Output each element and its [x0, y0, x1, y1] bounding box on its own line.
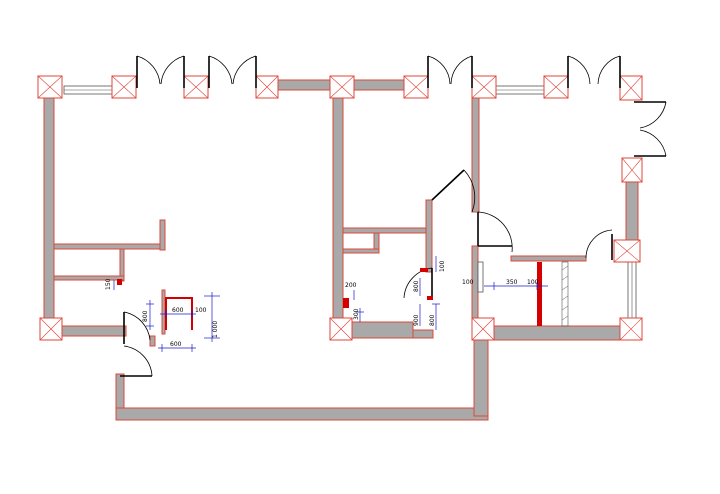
- dimension-label: 800: [413, 280, 420, 292]
- wall-middle-left: [332, 95, 344, 323]
- door-middle: [431, 169, 476, 213]
- wall-left-partition-stub: [159, 219, 166, 251]
- dimension-label: 300: [353, 308, 360, 320]
- dimension-label: 900: [413, 314, 420, 326]
- door-right-inner-1: [477, 211, 513, 253]
- wall-right-partition: [510, 255, 587, 262]
- door-top-4: [567, 55, 621, 88]
- fixture-small: [343, 298, 349, 308]
- dimension-label: 800: [142, 310, 149, 322]
- columns: [37, 75, 643, 341]
- walls: [43, 79, 639, 421]
- wall-middle-bottom-right: [412, 329, 434, 339]
- wall-middle-partition-stub: [373, 232, 380, 252]
- door-left-bottom: [123, 311, 151, 344]
- fixture-small: [420, 268, 428, 272]
- wall-corridor-right: [473, 335, 489, 417]
- door-top-1: [136, 55, 185, 88]
- door-top-2: [208, 55, 257, 88]
- dimension-label: 600: [170, 341, 182, 348]
- wall-left-partition: [53, 243, 165, 250]
- wall-right-bottom: [493, 325, 621, 341]
- partition-fixture: [537, 262, 542, 326]
- dimension-label: 800: [429, 314, 436, 326]
- dimension-lines: [113, 256, 548, 352]
- door-corridor: [120, 345, 153, 377]
- wall-left-closet: [161, 289, 166, 335]
- wall-middle-vertical: [425, 199, 433, 273]
- wall-left-outer: [43, 95, 55, 323]
- fixture-small: [427, 296, 433, 300]
- dimension-label: 600: [172, 307, 184, 314]
- wall-top-center: [353, 79, 411, 91]
- wall-top-middle: [275, 79, 333, 91]
- door-right-inner-2: [585, 229, 613, 260]
- doors: [120, 55, 667, 377]
- wall-left-bottom: [53, 325, 127, 337]
- fixture-small: [117, 279, 122, 285]
- dimension-label: 100: [439, 260, 446, 272]
- dimension-label: 350: [506, 279, 518, 286]
- hatched-panel: [561, 261, 569, 327]
- window-4: [477, 261, 484, 293]
- wall-middle-inner: [342, 248, 380, 254]
- dimension-label: 100: [462, 279, 474, 286]
- wall-left-bottom-right: [149, 335, 156, 347]
- dimension-label: 1 000: [212, 321, 219, 338]
- wall-corridor-bottom: [115, 407, 489, 421]
- wall-middle-bottom: [342, 321, 414, 339]
- door-top-3: [427, 55, 473, 88]
- dimension-label: 100: [195, 307, 207, 314]
- dimension-label: 100: [527, 279, 539, 286]
- door-right: [634, 101, 667, 157]
- wall-middle-partition: [342, 227, 430, 234]
- dimension-label: 200: [345, 282, 357, 289]
- wall-right-left-upper: [471, 95, 480, 213]
- dimension-labels: 600 100 1 000 800 150 600 200 300 800 10…: [105, 260, 539, 348]
- wall-left-inner-horizontal: [53, 275, 125, 281]
- dimension-label: 150: [105, 278, 112, 290]
